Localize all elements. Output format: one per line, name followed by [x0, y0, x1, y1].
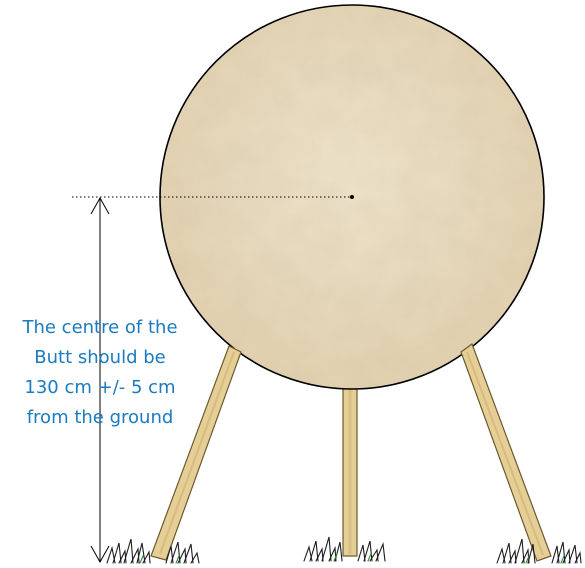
center-leg — [343, 380, 357, 556]
caption-line-1: The centre of the — [0, 313, 200, 343]
height-caption: The centre of the Butt should be 130 cm … — [0, 313, 200, 433]
caption-line-4: from the ground — [0, 403, 200, 433]
caption-line-2: Butt should be — [0, 343, 200, 373]
centre-point — [350, 195, 354, 199]
right-leg — [461, 344, 551, 561]
caption-line-3: 130 cm +/- 5 cm — [0, 373, 200, 403]
